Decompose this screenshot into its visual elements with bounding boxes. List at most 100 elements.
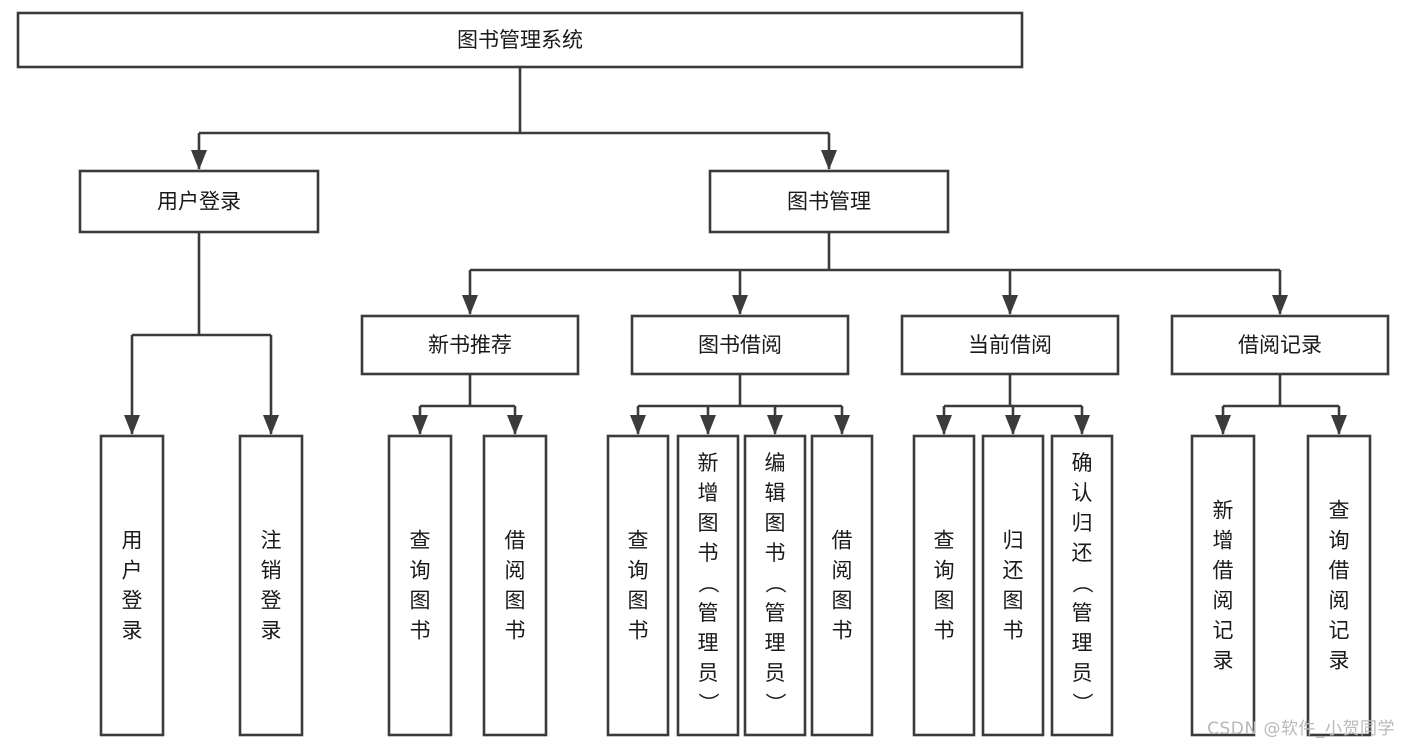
leaf-node-box-2[interactable] [387,434,453,737]
label-char: 归 [1072,511,1093,535]
label-char: ） [696,693,720,714]
level2-node-label-0: 用户登录 [157,190,241,214]
label-char: 查 [410,529,431,553]
label-char: 图 [1003,589,1024,613]
leaf-node-box-11[interactable] [1190,434,1256,737]
label-char: 录 [1329,649,1350,673]
label-char: 书 [698,541,719,565]
leaf-node-box-1[interactable] [238,434,304,737]
label-char: 登 [122,589,143,613]
label-char: 管 [765,601,786,625]
leaf-node-box-9[interactable] [981,434,1045,737]
arrow-head-icon [462,295,478,315]
level2-node-box-1[interactable] [708,169,950,234]
root-node-box[interactable] [16,11,1024,69]
arrow-head-icon [1002,295,1018,315]
leaf-node-box-6[interactable] [743,434,807,737]
arrow-head-icon [124,415,140,435]
label-char: 借 [1213,559,1234,583]
label-char: 图 [505,589,526,613]
arrow-head-icon [936,415,952,435]
label-char: （ [1070,573,1094,594]
arrow-head-icon [630,415,646,435]
label-char: （ [763,573,787,594]
label-char: 书 [1003,619,1024,643]
label-char: 阅 [505,559,526,583]
label-char: 阅 [1213,589,1234,613]
label-char: 理 [1072,631,1093,655]
arrow-head-icon [700,415,716,435]
label-char: 员 [765,661,786,685]
leaf-node-box-3[interactable] [482,434,548,737]
arrow-head-icon [821,150,837,170]
arrow-head-icon [507,415,523,435]
leaf-node-box-5[interactable] [676,434,740,737]
label-char: 记 [1213,619,1234,643]
label-char: 图 [698,511,719,535]
leaf-node-box-8[interactable] [912,434,976,737]
label-char: 书 [765,541,786,565]
label-char: 认 [1072,481,1093,505]
arrow-head-icon [767,415,783,435]
label-char: 记 [1329,619,1350,643]
arrow-head-icon [1331,415,1347,435]
level3-node-box-1[interactable] [630,314,850,376]
level3-node-box-2[interactable] [900,314,1120,376]
label-char: 图 [628,589,649,613]
label-char: 辑 [765,481,786,505]
root-node-label: 图书管理系统 [457,28,583,52]
label-char: 图 [765,511,786,535]
label-char: 归 [1003,529,1024,553]
leaf-node-box-12[interactable] [1306,434,1372,737]
arrow-head-icon [412,415,428,435]
label-char: 登 [261,589,282,613]
label-char: 编 [765,451,786,475]
level2-node-box-0[interactable] [78,169,320,234]
label-char: 增 [1213,529,1234,553]
label-char: 员 [698,661,719,685]
arrow-head-icon [1215,415,1231,435]
label-char: 还 [1072,541,1093,565]
label-char: 户 [122,559,143,583]
level3-node-box-3[interactable] [1170,314,1390,376]
edges-layer [124,67,1347,435]
arrow-head-icon [1005,415,1021,435]
label-char: 理 [765,631,786,655]
leaf-node-box-4[interactable] [606,434,670,737]
label-char: 管 [1072,601,1093,625]
label-char: 书 [628,619,649,643]
level3-node-label-0: 新书推荐 [428,333,512,357]
label-char: 借 [832,529,853,553]
leaf-node-box-10[interactable] [1050,434,1114,737]
label-char: 图 [934,589,955,613]
label-char: 确 [1072,451,1093,475]
arrow-head-icon [834,415,850,435]
label-char: 录 [261,619,282,643]
label-char: ） [763,693,787,714]
label-char: 借 [505,529,526,553]
leaf-node-label-0: 用户登录 [122,529,143,643]
label-char: （ [696,573,720,594]
label-char: 录 [122,619,143,643]
level3-node-label-3: 借阅记录 [1238,333,1322,357]
nodes-layer: 图书管理系统用户登录图书管理新书推荐图书借阅当前借阅借阅记录用户登录注销登录查询… [16,11,1390,737]
level3-node-box-0[interactable] [360,314,580,376]
leaf-node-box-0[interactable] [99,434,165,737]
leaf-node-box-7[interactable] [810,434,874,737]
arrow-head-icon [1074,415,1090,435]
label-char: 注 [261,529,282,553]
label-char: 查 [628,529,649,553]
label-char: 书 [934,619,955,643]
